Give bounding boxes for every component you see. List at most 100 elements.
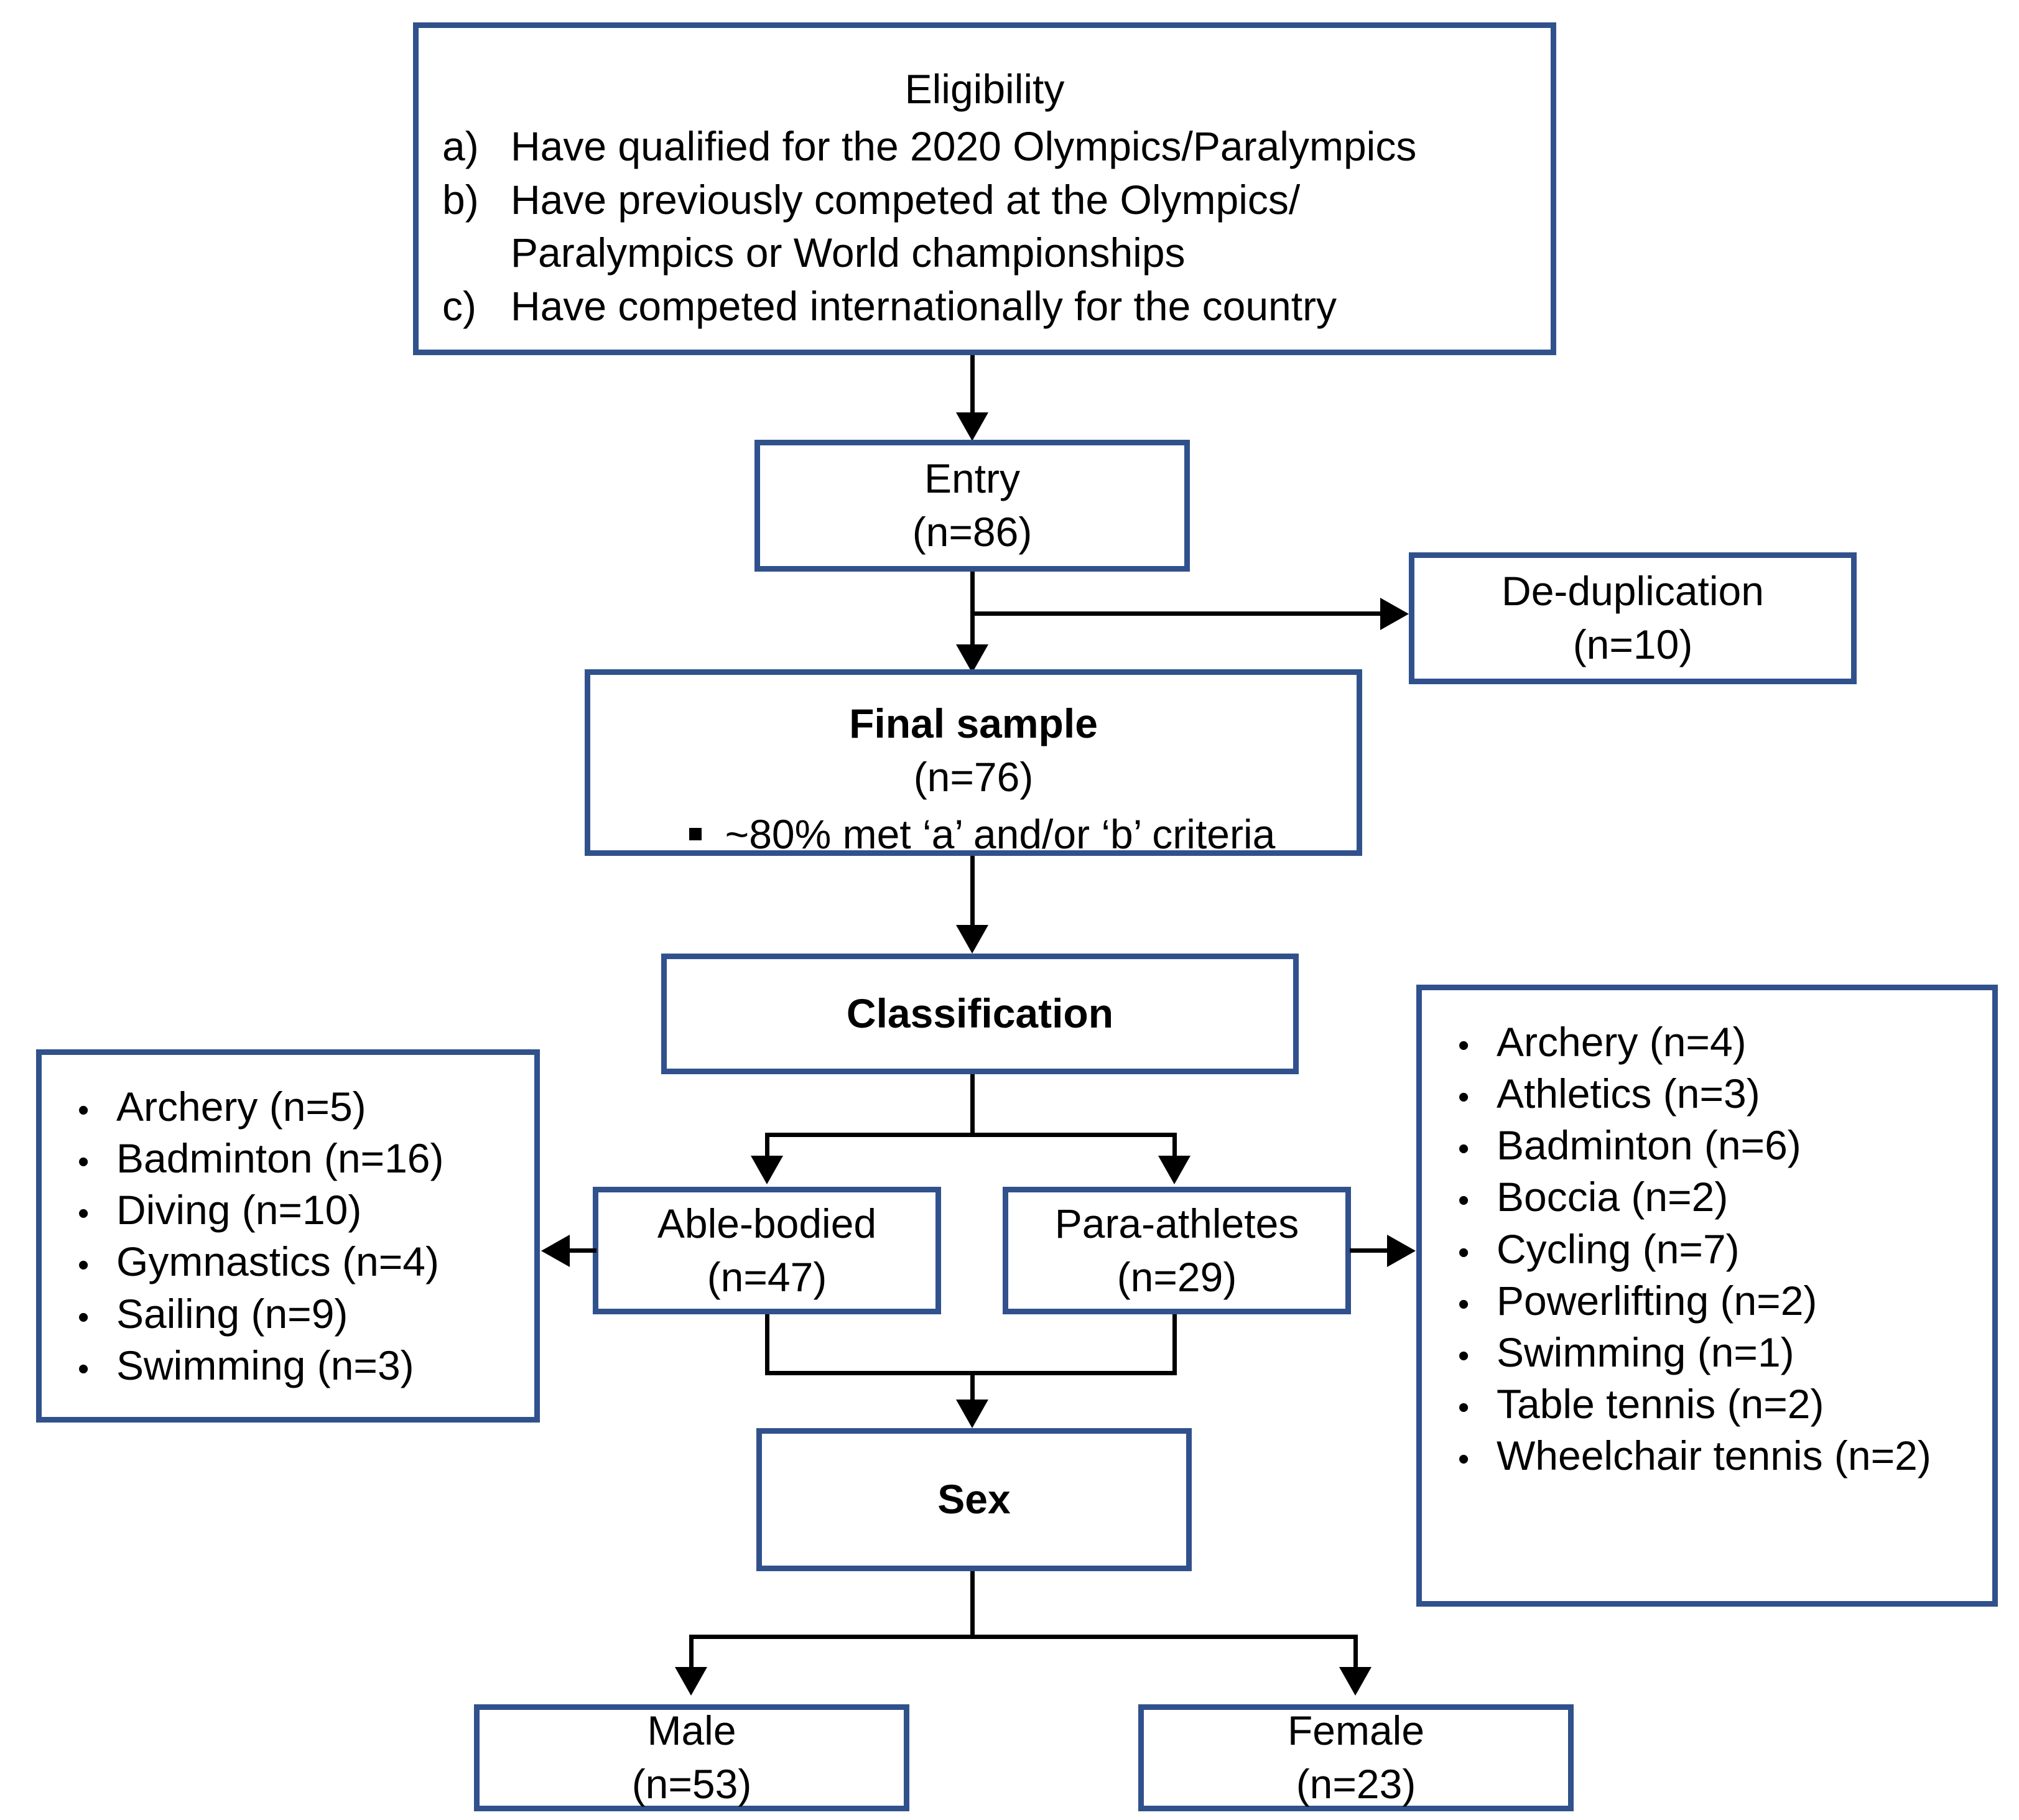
entry-label: Entry: [924, 455, 1021, 502]
entry-count: (n=86): [912, 509, 1033, 555]
arrow-split-to-female: [1339, 1667, 1372, 1696]
list-item: • Archery (n=4): [1458, 1016, 1976, 1068]
arrow-entry-to-dedup: [1380, 598, 1409, 630]
connector-classification-split: [765, 1133, 1177, 1137]
connector-split-to-female: [1353, 1635, 1358, 1671]
classification-label: Classification: [846, 990, 1114, 1037]
eligibility-criterion-b: b) Have previously competed at the Olymp…: [419, 174, 1551, 227]
sport-label: Cycling (n=7): [1497, 1225, 1740, 1272]
sport-label: Badminton (n=16): [116, 1135, 444, 1182]
able-bodied-count: (n=47): [707, 1253, 827, 1300]
eligibility-criterion-c: c) Have competed internationally for the…: [419, 280, 1551, 333]
connector-merge-stem: [970, 1371, 975, 1406]
connector-classification-stem: [970, 1074, 975, 1136]
list-item: • Cycling (n=7): [1458, 1223, 1976, 1275]
able-bodied-box: Able-bodied (n=47): [593, 1187, 941, 1314]
final-sample-note: ~80% met ‘a’ and/or ‘b’ criteria: [725, 810, 1276, 857]
list-item: • Badminton (n=16): [78, 1133, 518, 1184]
connector-final-to-classification: [970, 856, 975, 929]
eligibility-criterion-a: a) Have qualified for the 2020 Olympics/…: [419, 120, 1551, 174]
able-bodied-sports-box: • Archery (n=5) • Badminton (n=16) • Div…: [36, 1049, 540, 1423]
criterion-marker-c: c): [442, 283, 476, 330]
arrow-eligibility-to-entry: [956, 412, 988, 441]
list-item: • Diving (n=10): [78, 1184, 518, 1236]
bullet-icon: •: [1458, 1028, 1470, 1064]
bullet-icon: •: [78, 1144, 90, 1181]
arrow-able-to-ab-sports: [541, 1235, 570, 1267]
connector-split-to-para: [1172, 1133, 1177, 1160]
list-item: • Boccia (n=2): [1458, 1171, 1976, 1223]
sport-label: Swimming (n=1): [1497, 1329, 1794, 1375]
para-athletes-box: Para-athletes (n=29): [1003, 1187, 1351, 1314]
male-label: Male: [647, 1707, 736, 1754]
sport-label: Badminton (n=6): [1497, 1122, 1801, 1169]
connector-sex-stem: [970, 1571, 975, 1638]
arrow-final-to-classification: [956, 925, 988, 954]
bullet-icon: •: [78, 1299, 90, 1335]
list-item: • Wheelchair tennis (n=2): [1458, 1430, 1976, 1482]
criterion-text-a: Have qualified for the 2020 Olympics/Par…: [511, 123, 1417, 169]
bullet-icon: •: [1458, 1079, 1470, 1116]
criterion-text-c: Have competed internationally for the co…: [511, 283, 1337, 330]
sport-label: Powerlifting (n=2): [1497, 1277, 1817, 1324]
final-sample-count: (n=76): [913, 753, 1034, 800]
connector-sex-split: [689, 1635, 1358, 1639]
arrow-split-to-male: [675, 1667, 707, 1696]
criterion-text-b: Have previously competed at the Olympics…: [511, 176, 1301, 223]
bullet-icon: •: [1458, 1337, 1470, 1374]
connector-para-to-para-sports: [1350, 1248, 1388, 1253]
connector-split-to-male: [689, 1635, 694, 1671]
entry-box: Entry (n=86): [754, 440, 1190, 572]
bullet-icon: •: [78, 1350, 90, 1387]
sport-label: Gymnastics (n=4): [116, 1238, 439, 1285]
sport-label: Sailing (n=9): [116, 1290, 348, 1337]
list-item: • Swimming (n=3): [78, 1340, 518, 1391]
list-item: • Swimming (n=1): [1458, 1327, 1976, 1378]
bullet-icon: •: [1458, 1182, 1470, 1219]
sport-label: Diving (n=10): [116, 1187, 362, 1233]
sport-label: Athletics (n=3): [1497, 1070, 1760, 1117]
connector-able-down: [765, 1314, 769, 1375]
female-count: (n=23): [1296, 1761, 1416, 1807]
deduplication-label: De-duplication: [1501, 568, 1764, 615]
bullet-icon: •: [1458, 1131, 1470, 1168]
bullet-icon: •: [1458, 1234, 1470, 1271]
sport-label: Archery (n=5): [116, 1084, 366, 1130]
sport-label: Table tennis (n=2): [1497, 1381, 1824, 1428]
sex-label: Sex: [937, 1476, 1011, 1523]
criterion-text-b-continuation: Paralympics or World championships: [511, 230, 1186, 276]
deduplication-box: De-duplication (n=10): [1409, 552, 1857, 684]
eligibility-box: Eligibility a) Have qualified for the 20…: [413, 22, 1556, 355]
able-bodied-label: Able-bodied: [657, 1200, 877, 1247]
deduplication-count: (n=10): [1572, 621, 1693, 667]
list-item: • Badminton (n=6): [1458, 1120, 1976, 1171]
square-bullet-icon: [689, 828, 702, 841]
connector-split-to-able: [765, 1133, 769, 1160]
connector-able-to-ab-sports: [569, 1248, 596, 1253]
arrow-split-to-para: [1158, 1156, 1191, 1184]
list-item: • Sailing (n=9): [78, 1288, 518, 1340]
classification-box: Classification: [661, 954, 1299, 1074]
sport-label: Swimming (n=3): [116, 1342, 414, 1388]
male-box: Male (n=53): [474, 1704, 909, 1811]
para-athletes-label: Para-athletes: [1054, 1200, 1299, 1247]
connector-entry-to-dedup: [970, 611, 1388, 616]
criterion-marker-a: a): [442, 123, 479, 169]
arrow-merge-to-sex: [956, 1400, 988, 1428]
list-item: • Table tennis (n=2): [1458, 1378, 1976, 1430]
criterion-marker-b: b): [442, 176, 479, 223]
final-sample-label: Final sample: [849, 700, 1098, 746]
bullet-icon: •: [78, 1196, 90, 1232]
final-sample-box: Final sample (n=76) ~80% met ‘a’ and/or …: [585, 669, 1362, 857]
final-sample-note-row: ~80% met ‘a’ and/or ‘b’ criteria: [672, 808, 1276, 861]
arrow-para-to-para-sports: [1387, 1235, 1416, 1267]
list-item: • Archery (n=5): [78, 1081, 518, 1133]
arrow-entry-to-final: [956, 644, 988, 673]
bullet-icon: •: [1458, 1441, 1470, 1478]
connector-para-down: [1172, 1314, 1177, 1375]
para-athletes-count: (n=29): [1116, 1253, 1237, 1300]
female-box: Female (n=23): [1138, 1704, 1574, 1811]
arrow-split-to-able: [751, 1156, 783, 1184]
bullet-icon: •: [78, 1247, 90, 1284]
